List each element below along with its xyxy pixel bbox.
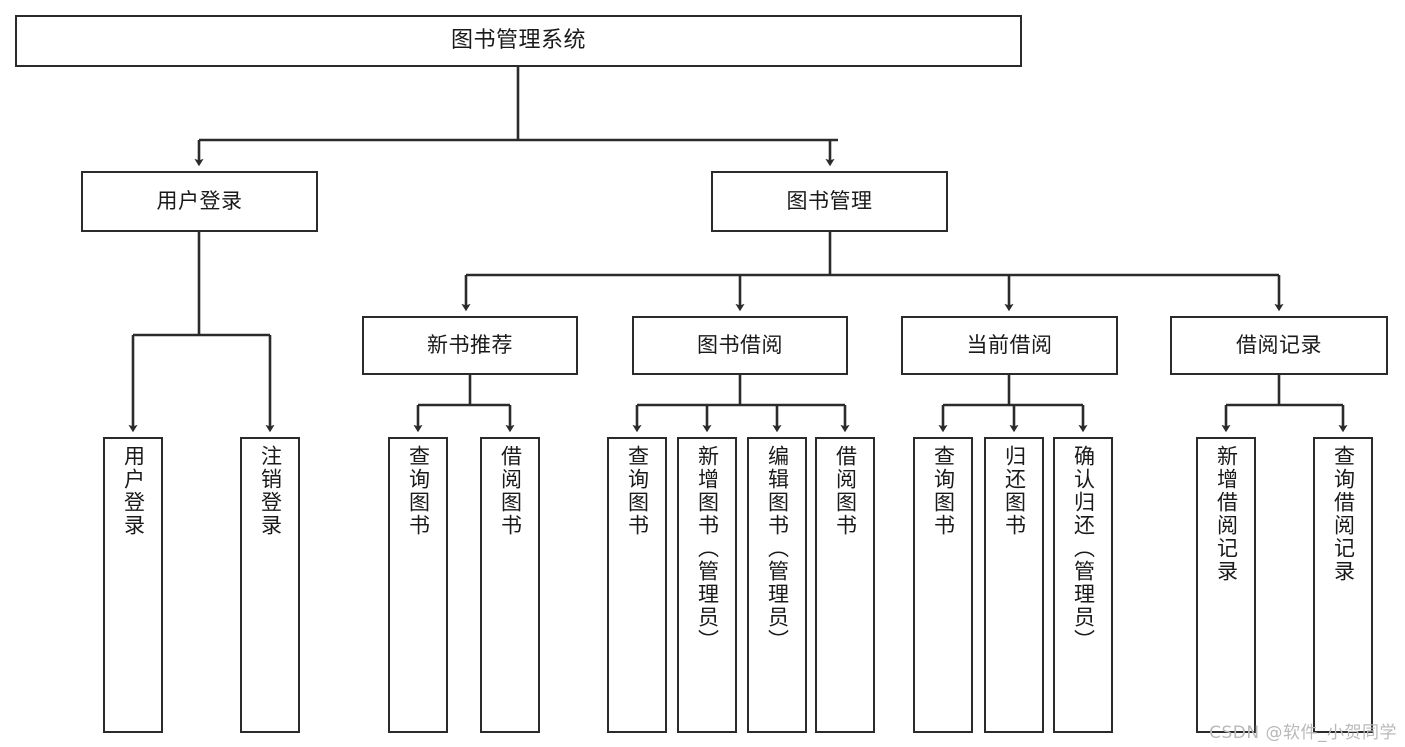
leaf-return-book-label: 归还图书: [1002, 445, 1027, 537]
leaf-add-book-label: 新增图书（管理员）: [695, 445, 720, 652]
leaf-edit-book-label: 编辑图书（管理员）: [765, 445, 790, 652]
leaf-add-record[interactable]: 新增借阅记录: [1196, 437, 1256, 733]
node-book-management-label: 图书管理: [786, 188, 873, 213]
leaf-query-book-2[interactable]: 查询图书: [607, 437, 667, 733]
csdn-watermark: CSDN @软件_小贺同学: [1209, 723, 1397, 743]
leaf-query-book-1[interactable]: 查询图书: [388, 437, 448, 733]
leaf-query-record-label: 查询借阅记录: [1331, 445, 1356, 583]
node-root[interactable]: 图书管理系统: [15, 15, 1022, 67]
leaf-query-book-3[interactable]: 查询图书: [913, 437, 973, 733]
node-current-borrow[interactable]: 当前借阅: [901, 316, 1118, 375]
leaf-borrow-book-2-label: 借阅图书: [833, 445, 858, 537]
leaf-logout[interactable]: 注销登录: [240, 437, 300, 733]
leaf-add-book[interactable]: 新增图书（管理员）: [677, 437, 737, 733]
node-current-borrow-label: 当前借阅: [966, 332, 1053, 357]
leaf-user-login-label: 用户登录: [121, 445, 146, 537]
leaf-borrow-book-1-label: 借阅图书: [498, 445, 523, 537]
edge-book-management-to-level3: [461, 232, 1284, 312]
node-book-management[interactable]: 图书管理: [711, 171, 948, 232]
node-new-book-recommend-label: 新书推荐: [427, 332, 513, 357]
leaf-query-book-3-label: 查询图书: [931, 445, 956, 537]
edge-borrow-record-to-leaves: [1221, 375, 1348, 433]
node-user-login[interactable]: 用户登录: [81, 171, 318, 232]
node-root-label: 图书管理系统: [450, 27, 586, 53]
leaf-query-book-1-label: 查询图书: [406, 445, 431, 537]
leaf-return-book[interactable]: 归还图书: [984, 437, 1044, 733]
node-book-borrow[interactable]: 图书借阅: [632, 316, 848, 375]
node-book-borrow-label: 图书借阅: [697, 332, 783, 357]
node-borrow-record-label: 借阅记录: [1236, 332, 1322, 357]
leaf-confirm-return[interactable]: 确认归还（管理员）: [1053, 437, 1113, 733]
leaf-user-login[interactable]: 用户登录: [103, 437, 163, 733]
leaf-query-book-2-label: 查询图书: [625, 445, 650, 537]
node-borrow-record[interactable]: 借阅记录: [1170, 316, 1388, 375]
leaf-query-record[interactable]: 查询借阅记录: [1313, 437, 1373, 733]
edge-user-login-to-leaves: [128, 232, 275, 433]
leaf-confirm-return-label: 确认归还（管理员）: [1071, 445, 1096, 652]
edge-root-to-level2: [194, 67, 838, 167]
edge-book-borrow-to-leaves: [632, 375, 850, 433]
edge-current-borrow-to-leaves: [938, 375, 1088, 433]
leaf-add-record-label: 新增借阅记录: [1214, 445, 1239, 583]
leaf-edit-book[interactable]: 编辑图书（管理员）: [747, 437, 807, 733]
leaf-borrow-book-2[interactable]: 借阅图书: [815, 437, 875, 733]
edge-new-book-recommend-to-leaves: [413, 375, 515, 433]
leaf-logout-label: 注销登录: [258, 445, 283, 537]
leaf-borrow-book-1[interactable]: 借阅图书: [480, 437, 540, 733]
node-user-login-label: 用户登录: [156, 188, 243, 213]
node-new-book-recommend[interactable]: 新书推荐: [362, 316, 578, 375]
